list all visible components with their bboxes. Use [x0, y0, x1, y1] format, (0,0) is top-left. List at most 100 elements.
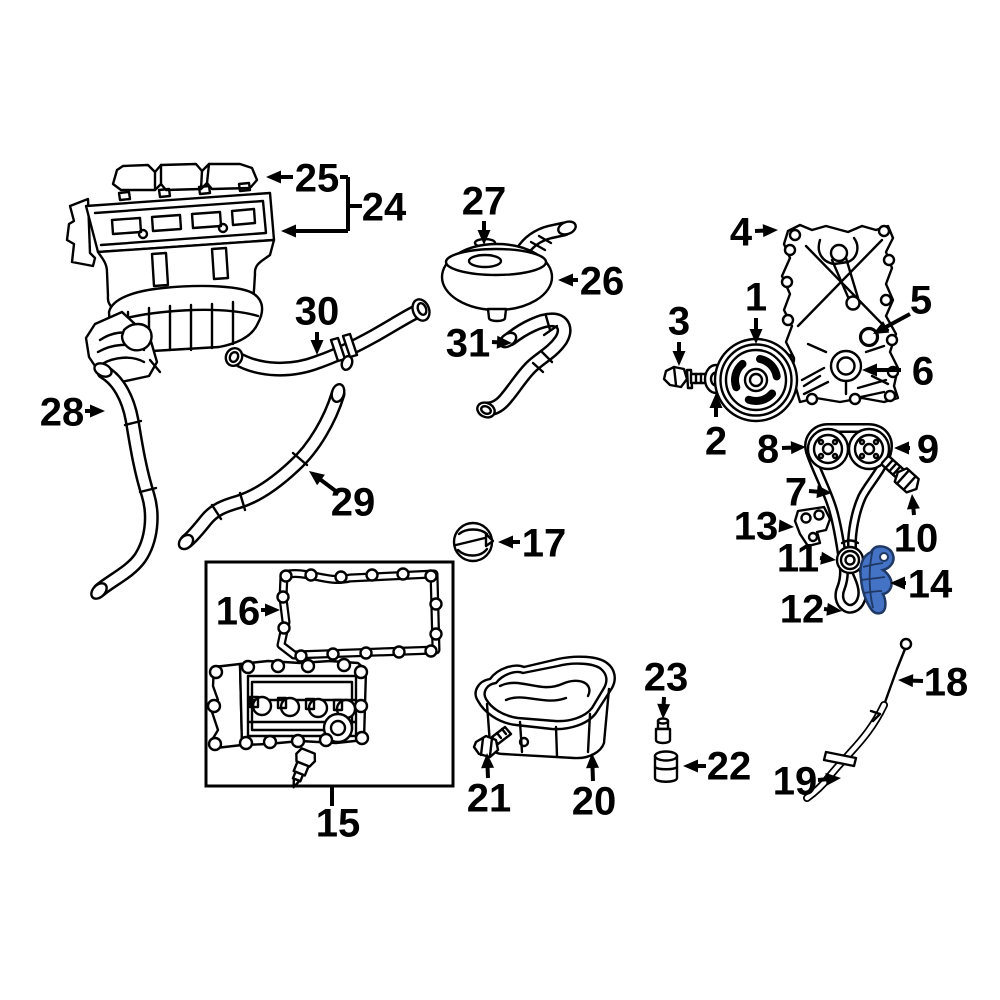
callout-16-valve-cover-gasket[interactable]: 16 — [216, 589, 280, 633]
callout-11-crankshaft-sprocket[interactable]: 11 — [777, 536, 836, 580]
part-25-intake-manifold-gasket[interactable] — [111, 162, 259, 192]
callout-label-3[interactable]: 3 — [668, 299, 690, 343]
callout-label-29[interactable]: 29 — [331, 480, 376, 524]
part-19-dipstick-tube[interactable] — [803, 701, 888, 802]
callout-27-oil-cooler-fitting[interactable]: 27 — [462, 179, 507, 245]
callout-4-timing-cover[interactable]: 4 — [730, 210, 778, 254]
callout-label-5[interactable]: 5 — [910, 278, 932, 322]
arrowhead — [826, 602, 842, 616]
callout-label-11[interactable]: 11 — [777, 536, 819, 580]
callout-19-dipstick-tube[interactable]: 19 — [773, 759, 841, 803]
part-26-oil-cooler[interactable] — [440, 219, 578, 323]
callout-8-camshaft-sprocket-left[interactable]: 8 — [757, 427, 806, 471]
callout-label-16[interactable]: 16 — [216, 589, 261, 633]
callout-label-10[interactable]: 10 — [894, 516, 939, 560]
callout-5-timing-cover-plug[interactable]: 5 — [873, 278, 932, 334]
callout-25-intake-manifold-gasket[interactable]: 25 — [266, 156, 339, 200]
callout-label-17[interactable]: 17 — [522, 521, 567, 565]
cover-sensor — [291, 747, 317, 789]
cover-face-details — [206, 657, 370, 752]
callout-31-hose-4[interactable]: 31 — [446, 321, 512, 365]
callout-label-18[interactable]: 18 — [924, 660, 969, 704]
callout-13-chain-tensioner[interactable]: 13 — [734, 504, 794, 548]
callout-label-31[interactable]: 31 — [446, 321, 491, 365]
callout-2-pulley-washer[interactable]: 2 — [705, 393, 727, 463]
callout-label-19[interactable]: 19 — [773, 759, 818, 803]
callout-18-oil-dipstick[interactable]: 18 — [898, 660, 968, 704]
callout-label-4[interactable]: 4 — [730, 210, 753, 254]
callout-label-25[interactable]: 25 — [295, 156, 340, 200]
callout-label-20[interactable]: 20 — [572, 779, 617, 823]
callout-3-pulley-bolt[interactable]: 3 — [668, 299, 690, 366]
part-13-chain-tensioner[interactable] — [793, 505, 832, 548]
callout-30-hose-3[interactable]: 30 — [295, 289, 340, 355]
part-24-intake-manifold[interactable] — [65, 181, 276, 384]
callout-label-8[interactable]: 8 — [757, 427, 779, 471]
part-15-kit-box[interactable] — [204, 560, 455, 788]
callout-14-timing-chain-guide-highlighted[interactable]: 14 — [890, 562, 953, 606]
callout-1-crankshaft-pulley[interactable]: 1 — [745, 275, 767, 344]
arrowhead — [266, 170, 281, 184]
callout-17-oil-filler-cap[interactable]: 17 — [498, 521, 566, 565]
part-8-camshaft-sprocket-left[interactable] — [806, 427, 850, 471]
part-9-camshaft-sprocket-right[interactable] — [847, 427, 891, 471]
callout-20-oil-pan[interactable]: 20 — [572, 753, 617, 823]
callout-29-hose-2[interactable]: 29 — [309, 471, 375, 524]
part-14-timing-chain-guide-highlighted[interactable] — [859, 545, 895, 615]
part-28-hose[interactable] — [88, 361, 159, 602]
part-22-plug-cap[interactable] — [653, 750, 679, 783]
part-1-crankshaft-pulley[interactable] — [713, 337, 799, 423]
part-10-tensioner-bolt[interactable] — [878, 454, 922, 496]
part-6-crankshaft-front-seal[interactable] — [829, 349, 863, 383]
callout-label-9[interactable]: 9 — [917, 427, 939, 471]
callout-7-timing-chain[interactable]: 7 — [785, 470, 832, 514]
callout-label-30[interactable]: 30 — [295, 289, 340, 333]
callout-label-24[interactable]: 24 — [362, 185, 407, 229]
callout-21-oil-pan-bolt[interactable]: 21 — [467, 753, 512, 820]
callout-15-valve-cover-kit[interactable]: 15 — [316, 787, 361, 845]
part-23-small-plug[interactable] — [654, 717, 672, 745]
callout-24-intake-manifold[interactable]: 24 — [281, 175, 407, 238]
callout-label-1[interactable]: 1 — [745, 275, 767, 319]
callout-label-23[interactable]: 23 — [644, 655, 689, 699]
callout-label-7[interactable]: 7 — [785, 470, 807, 514]
callout-label-22[interactable]: 22 — [707, 744, 752, 788]
part-20-oil-pan[interactable] — [474, 655, 616, 760]
callout-12-timing-chain-lower-guide[interactable]: 12 — [780, 587, 842, 631]
callout-28-hose-1[interactable]: 28 — [40, 390, 105, 434]
callout-23-small-plug[interactable]: 23 — [644, 655, 689, 719]
part-21-oil-pan-bolt[interactable] — [472, 725, 513, 759]
callout-label-15[interactable]: 15 — [316, 801, 361, 845]
callout-22-plug-cap[interactable]: 22 — [683, 744, 751, 788]
callout-6-crankshaft-front-seal[interactable]: 6 — [862, 349, 934, 393]
plug-ring — [653, 765, 679, 771]
part-15-valve-cover[interactable] — [206, 657, 370, 791]
callout-label-6[interactable]: 6 — [912, 349, 934, 393]
arrowhead — [709, 393, 723, 408]
part-5-timing-cover-plug[interactable] — [858, 326, 880, 348]
callout-label-14[interactable]: 14 — [908, 562, 953, 606]
callout-9-camshaft-sprocket-right[interactable]: 9 — [894, 427, 939, 471]
callout-26-oil-cooler[interactable]: 26 — [558, 259, 624, 303]
part-31-hose[interactable] — [475, 312, 572, 420]
part-30-hose[interactable] — [223, 297, 433, 377]
callout-label-21[interactable]: 21 — [467, 776, 512, 820]
callout-label-12[interactable]: 12 — [780, 587, 825, 631]
arrowhead — [890, 576, 905, 590]
arrowhead — [90, 404, 105, 418]
arrowhead — [477, 230, 491, 245]
part-17-oil-filler-cap[interactable] — [452, 521, 495, 563]
part-18-oil-dipstick[interactable] — [882, 637, 913, 707]
arrowhead — [749, 329, 763, 344]
callout-label-2[interactable]: 2 — [705, 419, 727, 463]
arrowhead — [265, 603, 280, 617]
callout-label-26[interactable]: 26 — [580, 259, 625, 303]
callout-10-tensioner-bolt[interactable]: 10 — [894, 494, 939, 560]
callout-label-27[interactable]: 27 — [462, 179, 507, 223]
part-29-hose[interactable] — [176, 382, 346, 552]
callout-label-28[interactable]: 28 — [40, 390, 85, 434]
arrowhead — [309, 471, 325, 486]
part-16-valve-cover-gasket[interactable] — [276, 567, 443, 663]
callout-label-13[interactable]: 13 — [734, 504, 779, 548]
arrowhead — [898, 674, 914, 688]
